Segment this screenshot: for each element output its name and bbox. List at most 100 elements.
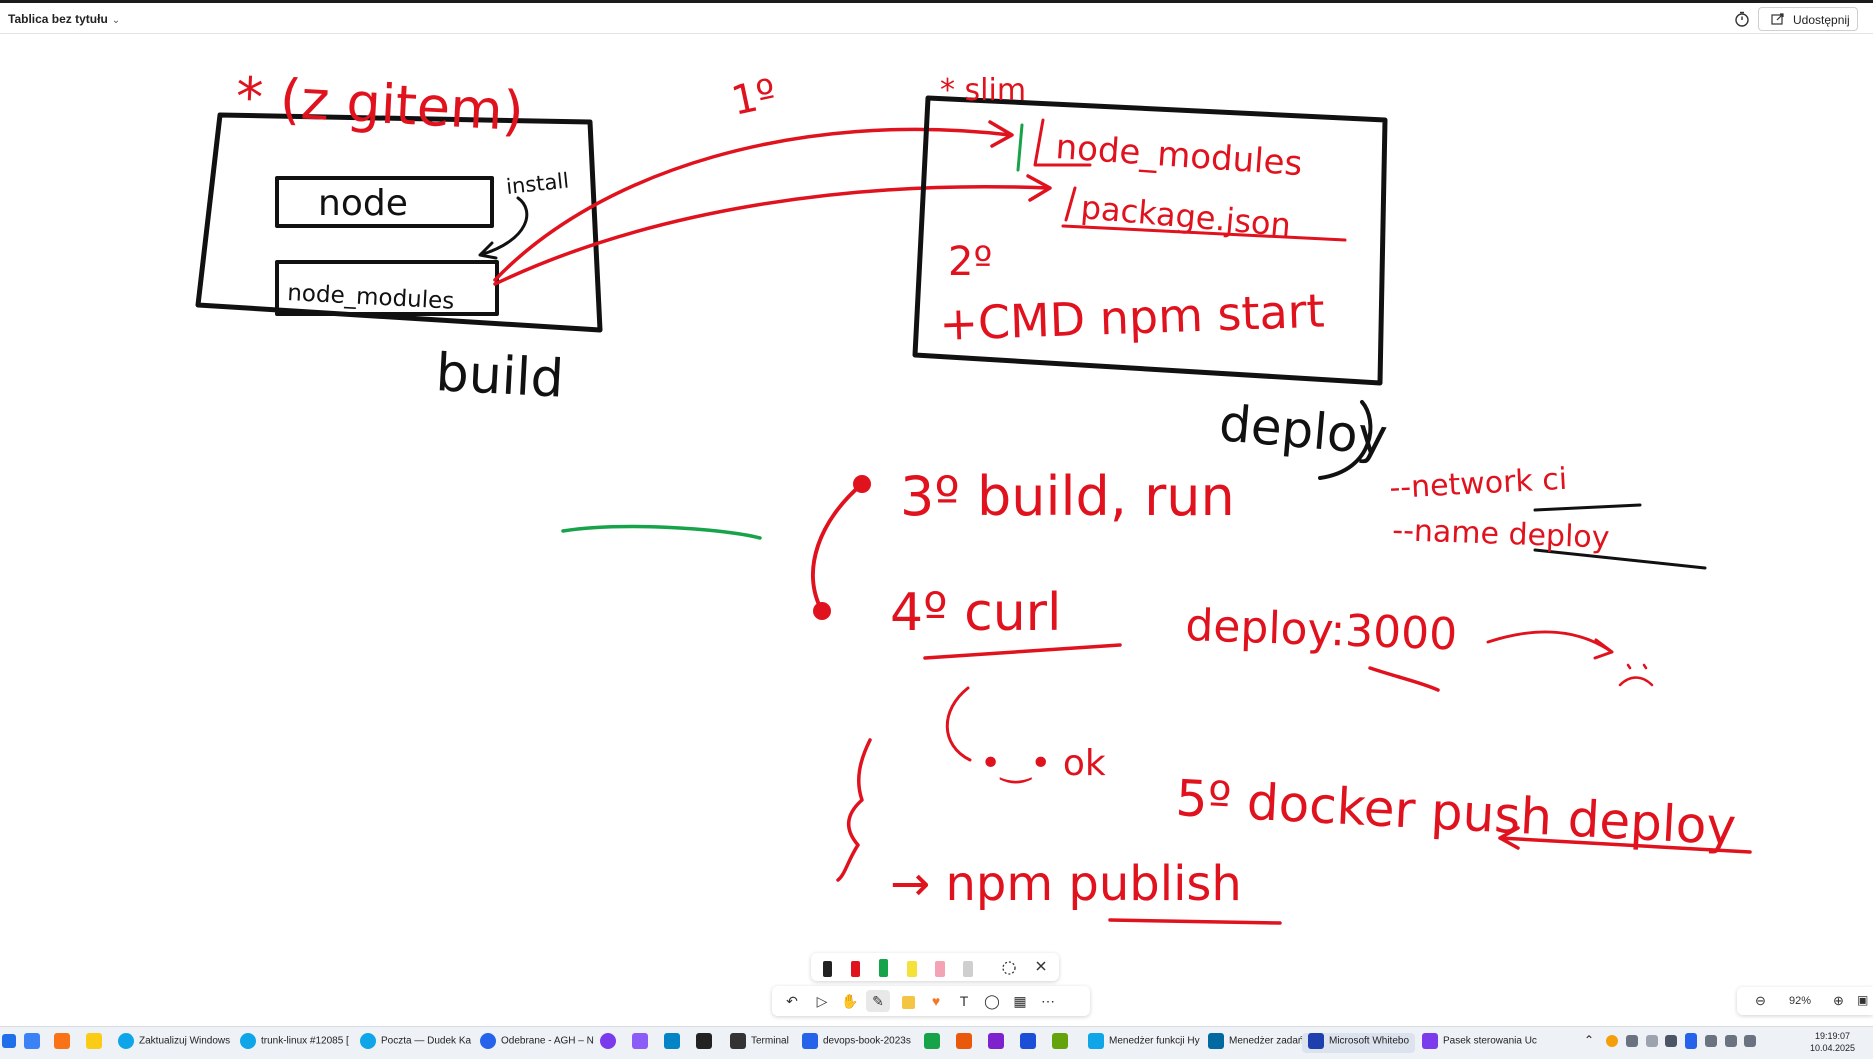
- clock-time: 19:19:07: [1815, 1031, 1851, 1041]
- pen-green-icon: [879, 959, 888, 977]
- network-underline: [1533, 503, 1642, 512]
- share-button[interactable]: Udostępnij: [1758, 7, 1858, 31]
- taskbar-app-control-panel[interactable]: Pasek sterowania Uc: [1422, 1033, 1537, 1053]
- pen-tray: [811, 953, 1059, 981]
- microphone-icon[interactable]: [1685, 1033, 1698, 1049]
- build-box: [195, 112, 603, 333]
- zoom-bar: ⊖ 92% ⊕ ▣: [1737, 987, 1873, 1015]
- chart-app-icon[interactable]: [1052, 1033, 1073, 1053]
- more-icon[interactable]: ⋯: [1041, 993, 1055, 1009]
- taskbar-app-inbox[interactable]: Odebrane - AGH – N: [480, 1033, 594, 1053]
- edge-icon: [240, 1033, 256, 1049]
- connector-dot-top: [853, 475, 871, 493]
- chevron-down-icon[interactable]: ⌄: [111, 15, 121, 26]
- left-box-caption: build: [434, 343, 565, 410]
- board-title[interactable]: Tablica bez tytułu⌄: [8, 12, 120, 26]
- pen-black-icon: [823, 961, 832, 977]
- right-box-item-package-json: package.json: [1079, 188, 1292, 244]
- hyperv-icon: [1088, 1033, 1104, 1049]
- taskbar-app-mail[interactable]: Poczta — Dudek Ka: [360, 1033, 471, 1053]
- snipping-icon[interactable]: [24, 1033, 45, 1053]
- arrow-to-node-modules: [493, 120, 1014, 282]
- taskbar-app-label: Pasek sterowania Uc: [1443, 1035, 1537, 1047]
- zoom-in-icon[interactable]: ⊕: [1833, 993, 1844, 1008]
- lasso-icon: [1002, 961, 1016, 975]
- firefox-icon[interactable]: [600, 1033, 621, 1053]
- tray-icons[interactable]: [1606, 1033, 1761, 1053]
- taskbar-app-label: Terminal: [751, 1035, 789, 1047]
- flag-name: --name deploy: [1392, 513, 1610, 556]
- whiteboard-icon: [1308, 1033, 1324, 1049]
- taskbar-app-label: Microsoft Whitebo: [1329, 1035, 1410, 1047]
- left-box-item-node: node: [318, 183, 408, 224]
- green-line: [561, 524, 762, 540]
- pen-colors: [823, 959, 1046, 977]
- explorer-icon[interactable]: [86, 1033, 107, 1053]
- sad-face: [1618, 663, 1654, 687]
- node-modules-bracket: [1033, 118, 1092, 167]
- taskbar-app-label: Odebrane - AGH – N: [501, 1035, 594, 1047]
- text-icon[interactable]: T: [959, 993, 969, 1009]
- taskbar-app-terminal[interactable]: Terminal: [730, 1033, 789, 1053]
- right-box-item-node-modules: node_modules: [1054, 127, 1303, 184]
- taskbar-app-label: devops-book-2023s: [823, 1035, 911, 1047]
- 7zip-icon[interactable]: [696, 1033, 717, 1053]
- package-json-underline: [1061, 224, 1347, 242]
- eraser-icon: [963, 961, 973, 977]
- start-icon[interactable]: [2, 1034, 21, 1054]
- outlook-icon[interactable]: [1020, 1033, 1041, 1053]
- hand-icon[interactable]: ✋: [841, 993, 859, 1009]
- push-underline-arrow: [1498, 826, 1752, 854]
- taskbar-app-label: Menedżer zadań: [1229, 1035, 1304, 1047]
- whiteboard-canvas[interactable]: * (z gitem) node node_modules install bu…: [0, 34, 1873, 1004]
- powerpoint-icon[interactable]: [956, 1033, 977, 1053]
- terminal-icon: [730, 1033, 746, 1049]
- ok-hook: [945, 686, 972, 762]
- templates-icon[interactable]: ▦: [1013, 993, 1027, 1009]
- shapes-icon[interactable]: ◯: [984, 993, 1000, 1009]
- publish-underline: [1108, 918, 1282, 925]
- zoom-out-icon[interactable]: ⊖: [1755, 993, 1766, 1008]
- taskbar-app-update[interactable]: Zaktualizuj Windows: [118, 1033, 230, 1053]
- arrow-note: 1º: [728, 71, 781, 125]
- node-box: [275, 176, 494, 228]
- visual-studio-icon[interactable]: [632, 1033, 653, 1053]
- chrome-icon: [480, 1033, 496, 1049]
- vscode-icon[interactable]: [664, 1033, 685, 1053]
- taskbar-app-label: Poczta — Dudek Ka: [381, 1035, 472, 1047]
- step4-target: deploy:3000: [1185, 600, 1458, 660]
- clock-date: 10.04.2025: [1810, 1043, 1856, 1053]
- curl-underline: [923, 643, 1122, 660]
- word-icon: [802, 1033, 818, 1049]
- pen-icon[interactable]: ✎: [866, 990, 890, 1012]
- deploy-flag-underline: [1533, 548, 1707, 570]
- sticky-note-icon[interactable]: [896, 990, 920, 1012]
- brace: [836, 738, 872, 882]
- zoom-level[interactable]: 92%: [1789, 995, 1812, 1007]
- taskbar-app-trunk[interactable]: trunk-linux #12085 [: [240, 1033, 349, 1053]
- timer-icon[interactable]: [1733, 10, 1751, 28]
- taskbar-app-word[interactable]: devops-book-2023s: [802, 1033, 911, 1053]
- install-note: install: [505, 169, 570, 199]
- onenote-icon[interactable]: [988, 1033, 1009, 1053]
- fit-screen-icon[interactable]: ▣: [1857, 993, 1869, 1007]
- curl-arrow: [1486, 630, 1614, 660]
- green-tick: [1016, 123, 1024, 172]
- taskbar-app-task-manager[interactable]: Menedżer zadań: [1208, 1033, 1304, 1053]
- taskbar-app-label: trunk-linux #12085 [: [261, 1035, 349, 1047]
- chevron-up-icon[interactable]: ⌃: [1584, 1033, 1595, 1047]
- step4: 4º curl: [890, 583, 1062, 643]
- board-title-text: Tablica bez tytułu: [8, 12, 108, 26]
- select-icon[interactable]: ▷: [816, 993, 828, 1009]
- connector-dot-bottom: [813, 602, 831, 620]
- undo-icon[interactable]: ↶: [786, 993, 798, 1009]
- taskbar-app-hyperv[interactable]: Menedżer funkcji Hy: [1088, 1033, 1200, 1053]
- left-box-item-node-modules: node_modules: [287, 280, 455, 315]
- reaction-icon[interactable]: ♥: [931, 993, 941, 1009]
- taskbar-app-whiteboard[interactable]: Microsoft Whitebo: [1302, 1033, 1416, 1053]
- package-json-bracket: [1064, 186, 1077, 222]
- deploy-box-hook: [1318, 400, 1373, 480]
- excel-icon[interactable]: [924, 1033, 945, 1053]
- system-clock[interactable]: 19:19:07 10.04.2025: [1810, 1030, 1855, 1054]
- media-icon[interactable]: [54, 1033, 75, 1053]
